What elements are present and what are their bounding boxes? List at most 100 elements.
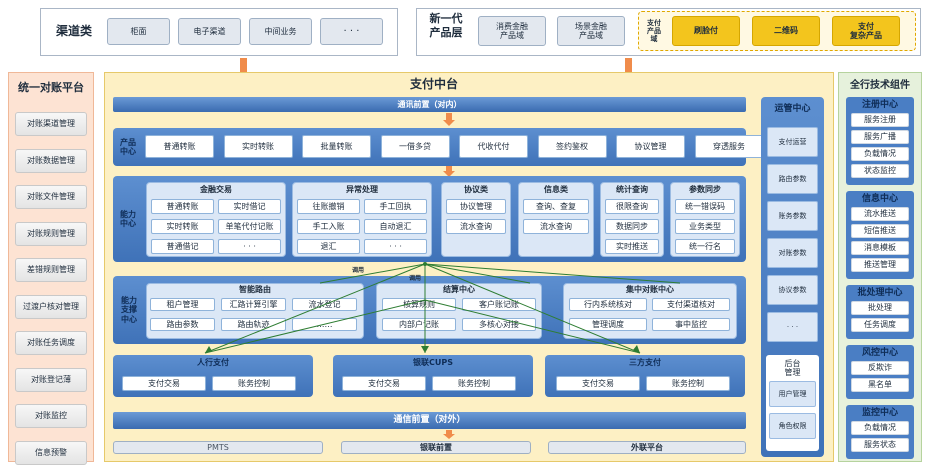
tech-item[interactable]: 服务状态 <box>851 438 909 452</box>
scenario-finance-domain[interactable]: 场景金融 产品域 <box>557 16 625 46</box>
tech-item[interactable]: 负载情况 <box>851 421 909 435</box>
customer-bookkeeping[interactable]: 客户账记账 <box>462 298 536 311</box>
arrow-front-to-product-head <box>443 120 455 126</box>
connector-line-5 <box>424 263 531 284</box>
reconciliation-item[interactable]: 对账登记薄 <box>15 367 87 392</box>
reconciliation-item[interactable]: 对账文件管理 <box>15 185 87 209</box>
tenant-management[interactable]: 租户管理 <box>150 298 215 311</box>
ops-item[interactable]: 路由参数 <box>767 164 818 194</box>
tech-item[interactable]: 推送管理 <box>851 258 909 272</box>
capability-item[interactable]: 普通转账 <box>151 199 214 214</box>
product-item[interactable]: 一借多贷 <box>380 135 450 158</box>
tech-item[interactable]: 状态监控 <box>851 164 909 178</box>
product-item[interactable]: 普通转账 <box>145 135 214 158</box>
role-permission[interactable]: 角色权限 <box>769 413 816 439</box>
capability-item[interactable]: 自动退汇 <box>364 219 427 234</box>
internal-bookkeeping[interactable]: 内部户记账 <box>382 318 456 331</box>
capability-item[interactable]: 流水查询 <box>523 219 589 234</box>
capability-item[interactable]: 很限查询 <box>605 199 659 214</box>
smart-routing-title: 智能路由 <box>239 284 271 294</box>
tech-item[interactable]: 服务注册 <box>851 113 909 127</box>
tech-item[interactable]: 黑名单 <box>851 378 909 392</box>
reconciliation-item[interactable]: 差错规则管理 <box>15 258 87 282</box>
capability-item[interactable]: · · · <box>364 239 427 254</box>
cups-account-control[interactable]: 账务控制 <box>432 376 516 391</box>
payment-domain-label: 支付 产品 域 <box>647 18 661 44</box>
tech-item[interactable]: 批处理 <box>851 301 909 315</box>
tech-item[interactable]: 流水推送 <box>851 207 909 221</box>
capability-item[interactable]: 往账撤销 <box>297 199 360 214</box>
reconciliation-item[interactable]: 信息预警 <box>15 440 87 465</box>
tech-item[interactable]: 负载情况 <box>851 147 909 161</box>
tech-item[interactable]: 短信推送 <box>851 224 909 238</box>
reconciliation-item[interactable]: 过渡户核对管理 <box>15 294 87 319</box>
capability-item[interactable]: 实时借记 <box>218 199 281 214</box>
consumer-finance-domain[interactable]: 消费金融 产品域 <box>478 16 546 46</box>
channel-item-electronic[interactable]: 电子渠道 <box>178 18 241 45</box>
capability-item[interactable]: 单笔代付记账 <box>218 219 281 234</box>
product-item[interactable]: 实时转账 <box>223 135 293 158</box>
complex-payment-product[interactable]: 支付 复杂产品 <box>832 16 900 46</box>
payment-channel-check[interactable]: 支付渠道核对 <box>652 298 730 311</box>
tech-item[interactable]: 消息模板 <box>851 241 909 255</box>
accounting-rules[interactable]: 核算规则 <box>382 298 456 311</box>
third-account-control[interactable]: 账务控制 <box>646 376 730 391</box>
internal-system-check[interactable]: 行内系统核对 <box>569 298 647 311</box>
third-pay-transaction[interactable]: 支付交易 <box>556 376 640 391</box>
arrow-channel-to-center <box>240 58 247 83</box>
reconciliation-item[interactable]: 对账任务调度 <box>15 331 87 355</box>
capability-item[interactable]: 查询、查复 <box>523 199 589 214</box>
capability-item[interactable]: 协议管理 <box>446 199 506 214</box>
capability-group-title: 金融交易 <box>200 184 232 194</box>
tech-item[interactable]: 反欺诈 <box>851 361 909 375</box>
capability-item[interactable]: 实时推送 <box>605 239 659 254</box>
ops-item[interactable]: 协议参数 <box>767 275 818 305</box>
product-item[interactable]: 签约鉴权 <box>537 135 607 158</box>
route-calc-engine[interactable]: 汇路计算引擎 <box>221 298 286 311</box>
capability-item[interactable]: 统一行名 <box>675 239 735 254</box>
capability-item[interactable]: 数据同步 <box>605 219 659 234</box>
channel-item-intermediary[interactable]: 中间业务 <box>249 18 312 45</box>
reconciliation-item[interactable]: 对账渠道管理 <box>15 112 87 136</box>
external-link-platform[interactable]: 外联平台 <box>548 441 746 454</box>
product-item[interactable]: 代收代付 <box>459 135 528 158</box>
channel-item-counter[interactable]: 柜面 <box>107 18 170 45</box>
management-dispatch[interactable]: 管理调度 <box>569 318 647 331</box>
tech-item[interactable]: 服务广播 <box>851 130 909 144</box>
reconciliation-item[interactable]: 对账规则管理 <box>15 221 87 246</box>
capability-item[interactable]: 实时转账 <box>151 219 214 234</box>
pbc-pay-transaction[interactable]: 支付交易 <box>122 376 206 391</box>
qr-code-product[interactable]: 二维码 <box>752 16 820 46</box>
capability-item[interactable]: 手工入账 <box>297 219 360 234</box>
capability-item[interactable]: 业务类型 <box>675 219 735 234</box>
capability-item[interactable]: 流水查询 <box>446 219 506 234</box>
connector-line-8 <box>424 263 681 284</box>
route-trace[interactable]: 路由轨迹 <box>221 318 286 331</box>
capability-item[interactable]: 普通借记 <box>151 239 214 254</box>
ops-item[interactable]: 支付运营 <box>767 127 818 157</box>
capability-item[interactable]: 手工回执 <box>364 199 427 214</box>
tech-item[interactable]: 任务调度 <box>851 318 909 332</box>
reconciliation-item[interactable]: 对账数据管理 <box>15 148 87 173</box>
capability-item[interactable]: 统一错误码 <box>675 199 735 214</box>
ops-item[interactable]: · · · <box>767 312 818 342</box>
cups-pay-transaction[interactable]: 支付交易 <box>342 376 426 391</box>
capability-item[interactable]: 退汇 <box>297 239 360 254</box>
pbc-account-control[interactable]: 账务控制 <box>212 376 296 391</box>
route-params[interactable]: 路由参数 <box>150 318 215 331</box>
capability-item[interactable]: · · · <box>218 239 281 254</box>
in-process-monitor[interactable]: 事中监控 <box>652 318 730 331</box>
face-pay-product[interactable]: 刷脸付 <box>672 16 740 46</box>
reconciliation-item[interactable]: 对账监控 <box>15 404 87 428</box>
product-item[interactable]: 批量转账 <box>302 135 371 158</box>
ops-item[interactable]: 对账参数 <box>767 238 818 268</box>
product-item[interactable]: 协议管理 <box>616 135 685 158</box>
external-unionpay-front[interactable]: 银联前置 <box>341 441 531 454</box>
ops-item[interactable]: 账务参数 <box>767 201 818 231</box>
external-pmts[interactable]: PMTS <box>113 441 323 454</box>
product-item[interactable]: 穿透服务 <box>694 135 764 158</box>
channel-item-more[interactable]: · · · <box>320 18 383 45</box>
user-management[interactable]: 用户管理 <box>769 381 816 407</box>
support-center-label: 能力 支撑 中心 <box>121 296 137 324</box>
new-product-title-line1: 新一代 <box>429 12 463 25</box>
